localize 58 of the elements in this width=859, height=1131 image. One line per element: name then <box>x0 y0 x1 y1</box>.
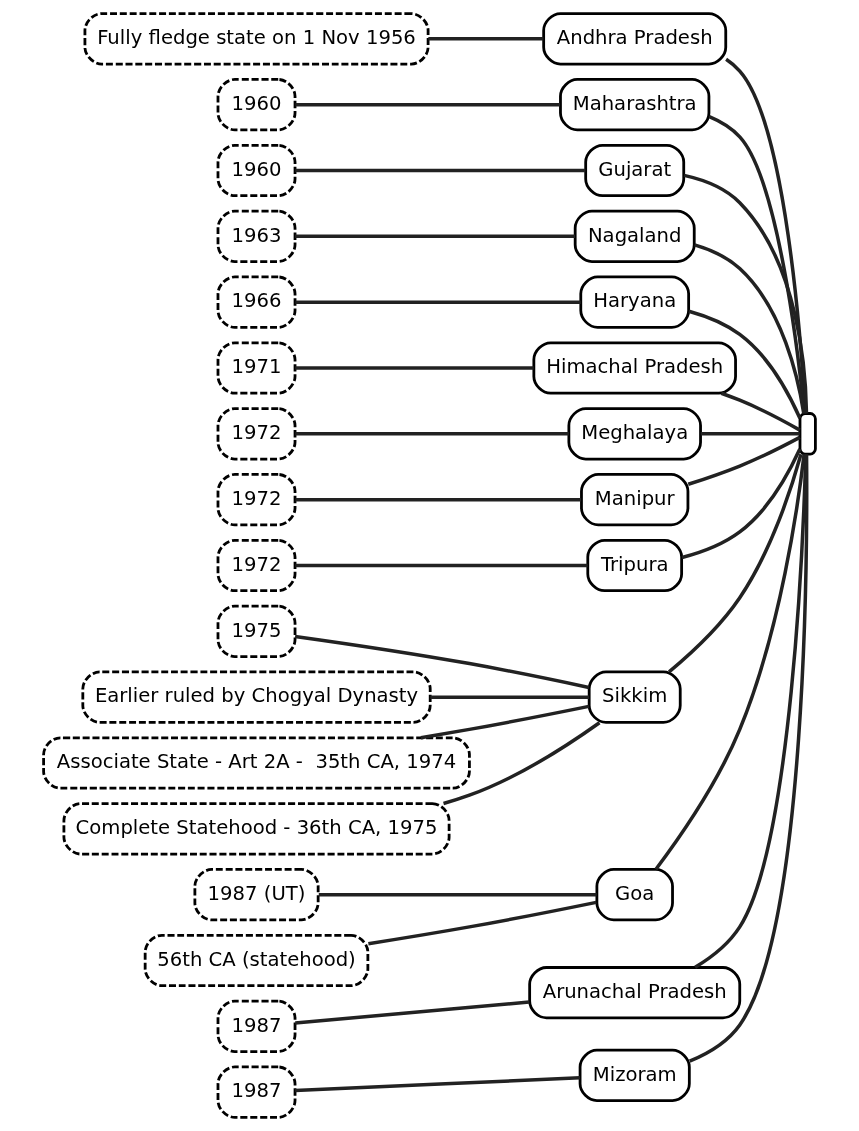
connector <box>295 1000 530 1025</box>
connector <box>295 102 561 107</box>
connector <box>694 243 806 414</box>
node-box: Gujarat <box>584 143 686 198</box>
node-box: 1960 <box>216 78 297 132</box>
node-box: Mizoram <box>578 1048 691 1102</box>
node-box: Manipur <box>580 473 690 527</box>
node-box: 1972 <box>216 407 297 461</box>
connector <box>428 37 544 41</box>
node-box: Tripura <box>586 538 684 593</box>
node-box: 1963 <box>216 209 297 263</box>
connector <box>318 892 597 897</box>
node-box: Fully fledge state on 1 Nov 1956 <box>83 12 430 66</box>
connector <box>654 454 806 871</box>
node-box: Associate State - Art 2A - 35th CA, 1974 <box>42 736 471 790</box>
node-box: 56th CA (statehood) <box>143 933 370 988</box>
connector <box>688 454 809 1063</box>
connector <box>681 448 802 560</box>
node-box: 1960 <box>216 143 297 198</box>
node-box: Andhra Pradesh <box>542 12 728 66</box>
node-box <box>798 412 817 456</box>
connector <box>294 634 590 690</box>
node-box: Arunachal Pradesh <box>528 966 742 1020</box>
node-box: 1972 <box>216 473 297 527</box>
node-box: Himachal Pradesh <box>532 341 737 395</box>
node-box: Meghalaya <box>567 407 702 461</box>
connector <box>430 695 590 699</box>
connector <box>420 704 590 740</box>
connector <box>295 432 569 436</box>
connector <box>443 721 601 806</box>
node-box: 1987 <box>216 999 297 1053</box>
node-box: 1972 <box>216 538 297 593</box>
node-box: Earlier ruled by Chogyal Dynasty <box>81 670 432 724</box>
connector <box>683 173 809 414</box>
connector <box>700 432 800 436</box>
node-box: 1987 <box>216 1065 297 1119</box>
connector <box>295 300 581 304</box>
node-box: Maharashtra <box>559 78 711 132</box>
node-box: Sikkim <box>587 670 682 724</box>
node-box: Goa <box>595 868 674 922</box>
connector <box>688 309 802 419</box>
connector <box>295 168 586 173</box>
connector <box>368 900 597 946</box>
node-box: Nagaland <box>573 209 696 263</box>
connector <box>295 497 582 502</box>
connector <box>295 234 576 239</box>
connector <box>295 1076 580 1093</box>
node-box: 1987 (UT) <box>193 868 320 922</box>
node-box: 1971 <box>216 341 297 395</box>
connector <box>687 435 801 486</box>
connector <box>720 391 801 432</box>
connector <box>295 366 534 370</box>
node-box: Haryana <box>579 275 691 329</box>
node-box: 1975 <box>216 604 297 658</box>
node-box: 1966 <box>216 275 297 329</box>
node-box: Complete Statehood - 36th CA, 1975 <box>62 802 451 856</box>
connector <box>667 453 803 674</box>
connector <box>295 563 588 568</box>
